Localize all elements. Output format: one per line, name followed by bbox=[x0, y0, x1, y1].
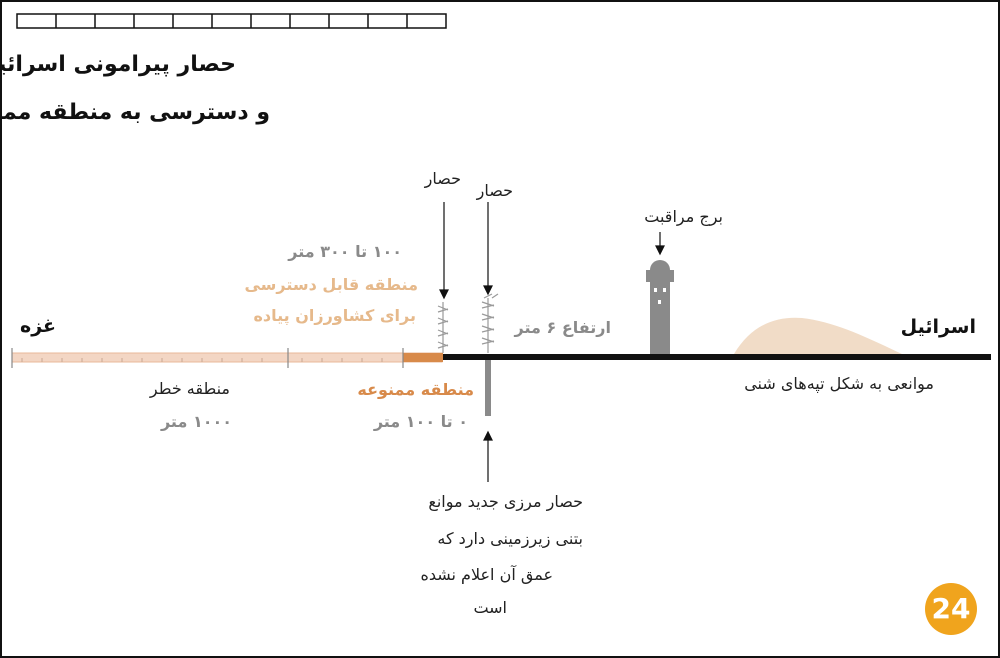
title-line-2: و دسترسی به منطقه ممنوعه bbox=[2, 100, 270, 125]
danger-zone-label: منطقه خطر bbox=[149, 379, 230, 398]
farmer-zone-label-1: منطقه قابل دسترسی bbox=[244, 275, 418, 294]
arrow-down-icon bbox=[655, 232, 665, 256]
farmer-zone-label-2: برای کشاورزان پیاده bbox=[253, 306, 416, 325]
barbed-wire-fence-icon bbox=[437, 302, 449, 353]
sand-dune-label: موانعی به شکل تپه‌های شنی bbox=[744, 374, 934, 393]
watchtower-icon bbox=[646, 260, 674, 354]
forbidden-strip bbox=[403, 353, 443, 362]
arrow-up-icon bbox=[483, 430, 493, 482]
gaza-label: غزه bbox=[19, 315, 56, 337]
site-logo: 24 bbox=[925, 583, 977, 635]
underground-note-line-1: حصار مرزی جدید موانع bbox=[428, 492, 583, 511]
underground-barrier bbox=[485, 360, 491, 416]
underground-note-line-4: است bbox=[473, 598, 507, 617]
forbidden-zone-range: ۰ تا ۱۰۰ متر bbox=[373, 412, 468, 431]
fence-2-label: حصار bbox=[476, 181, 513, 200]
israel-label: اسرائیل bbox=[900, 316, 976, 338]
title-line-1: حصار پیرامونی اسرائیل bbox=[0, 52, 236, 77]
sand-dune bbox=[734, 317, 902, 354]
site-logo-text: 24 bbox=[931, 592, 971, 625]
arrow-down-icon bbox=[439, 202, 449, 300]
forbidden-zone-label: منطقه ممنوعه bbox=[357, 380, 474, 399]
underground-note-line-2: بتنی زیرزمینی دارد که bbox=[437, 529, 583, 548]
fence-1-label: حصار bbox=[424, 169, 461, 188]
ground-light bbox=[11, 352, 443, 363]
barbed-wire-fence-icon bbox=[481, 293, 499, 353]
watchtower-label: برج مراقبت bbox=[644, 207, 723, 226]
fence-height-label: ارتفاع ۶ متر bbox=[514, 318, 611, 337]
ground-ticks bbox=[21, 358, 383, 362]
farmer-zone-range: ۱۰۰ تا ۳۰۰ متر bbox=[288, 242, 402, 261]
title-ruler bbox=[16, 13, 447, 29]
arrow-down-icon bbox=[483, 202, 493, 296]
danger-zone-range: ۱۰۰۰ متر bbox=[160, 412, 232, 431]
underground-note-line-3: عمق آن اعلام نشده bbox=[420, 565, 553, 584]
ground-dark bbox=[443, 354, 991, 360]
